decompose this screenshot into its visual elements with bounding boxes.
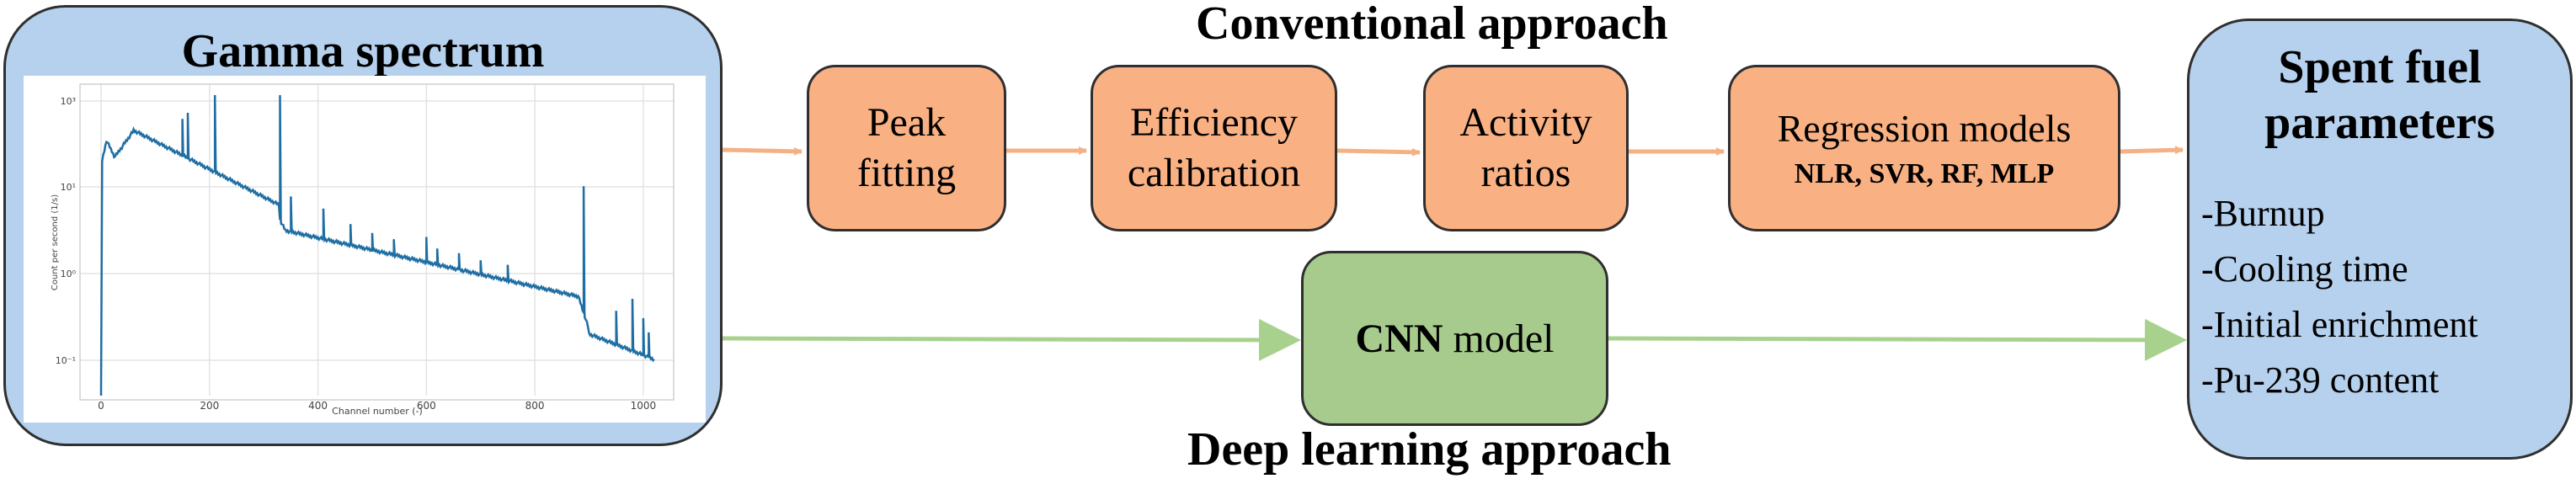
regression-models-box: Regression models NLR, SVR, RF, MLP: [1728, 65, 2120, 231]
deep-learning-approach-title: Deep learning approach: [1187, 423, 1672, 476]
gamma-spectrum-box: Gamma spectrum: [3, 5, 723, 446]
cnn-model-box: CNN model: [1301, 251, 1608, 426]
spent-fuel-parameters-box: Spent fuel parameters -Burnup -Cooling t…: [2187, 19, 2573, 460]
arrow-efficiency-to-activity: [1336, 147, 1421, 157]
activity-ratios-box: Activity ratios: [1423, 65, 1629, 231]
regression-models-title: Regression models: [1777, 107, 2072, 150]
peak-fitting-box: Peak fitting: [807, 65, 1006, 231]
cnn-model-label: model: [1443, 316, 1555, 361]
arrow-regression-to-output: [2120, 146, 2184, 155]
arrow-spectrum-to-cnn: [722, 318, 1301, 361]
peak-fitting-line1: Peak: [867, 100, 947, 145]
arrow-spectrum-to-peak: [722, 146, 803, 156]
activity-ratios-line1: Activity: [1459, 100, 1592, 145]
parameter-burnup: -Burnup: [2201, 193, 2325, 235]
spent-fuel-title-line1: Spent fuel: [2278, 41, 2482, 93]
spent-fuel-title-line2: parameters: [2264, 97, 2495, 150]
conventional-approach-title: Conventional approach: [1196, 0, 1668, 50]
spent-fuel-parameters-title: Spent fuel parameters: [2189, 40, 2570, 151]
parameter-pu239-content: -Pu-239 content: [2201, 359, 2440, 402]
arrow-cnn-to-output: [1608, 318, 2187, 361]
parameter-cooling-time: -Cooling time: [2201, 248, 2408, 290]
parameter-list: -Burnup -Cooling time -Initial enrichmen…: [2201, 186, 2478, 408]
gamma-spectrum-title: Gamma spectrum: [181, 25, 545, 77]
activity-ratios-line2: ratios: [1480, 151, 1571, 195]
cnn-label: CNN: [1355, 316, 1443, 361]
peak-fitting-line2: fitting: [856, 151, 957, 195]
efficiency-calibration-line2: calibration: [1127, 151, 1301, 195]
efficiency-calibration-box: Efficiency calibration: [1091, 65, 1337, 231]
efficiency-calibration-line1: Efficiency: [1129, 100, 1298, 145]
parameter-initial-enrichment: -Initial enrichment: [2201, 304, 2478, 346]
regression-models-list: NLR, SVR, RF, MLP: [1794, 157, 2055, 189]
